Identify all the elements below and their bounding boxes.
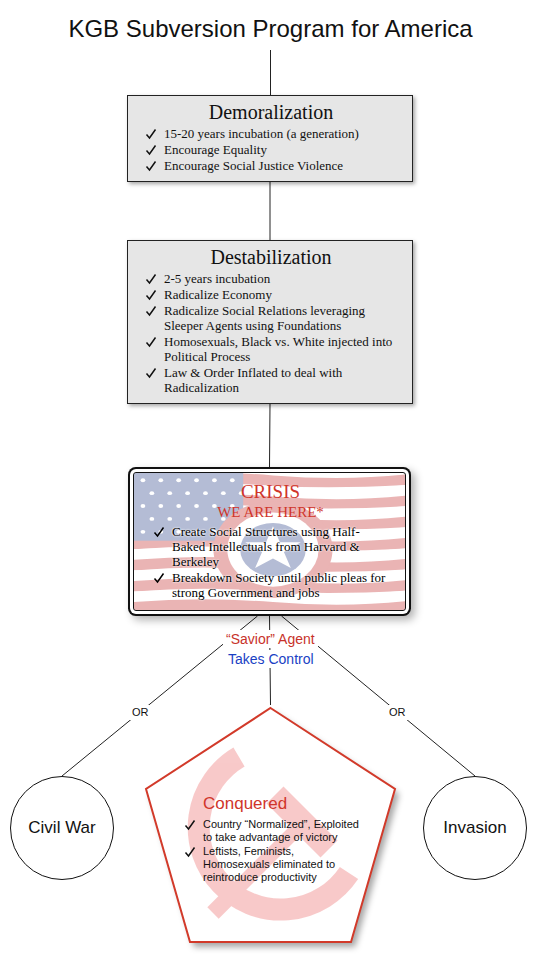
bullet-text: Leftists, Feminists, Homosexuals elimina… (203, 845, 362, 884)
bullet-row: 2-5 years incubation (142, 271, 400, 286)
stage-box: Destabilization2-5 years incubationRadic… (127, 240, 413, 404)
bullet-row: Leftists, Feminists, Homosexuals elimina… (181, 845, 362, 884)
bullet-text: Radicalize Economy (164, 287, 400, 302)
bullet-text: Homosexuals, Black vs. White injected in… (164, 334, 400, 364)
check-mark (145, 128, 157, 140)
check-mark (184, 819, 196, 831)
control-label: Takes Control (225, 650, 317, 668)
bullet-text: Encourage Social Justice Violence (164, 158, 400, 173)
bullet-row: Homosexuals, Black vs. White injected in… (142, 334, 400, 364)
flow-connector (270, 182, 271, 240)
outcome-circle: Invasion (423, 776, 527, 880)
bullet-text: Law & Order Inflated to deal with Radica… (164, 365, 400, 395)
conquered-pentagon: ConqueredCountry “Normalized”, Exploited… (143, 705, 398, 945)
stage-heading: Destabilization (142, 245, 400, 270)
bullet-row: Radicalize Social Relations leveraging S… (142, 303, 400, 333)
crisis-subheading: WE ARE HERE* (150, 503, 391, 521)
edge-label: OR (130, 705, 151, 720)
bullet-text: Radicalize Social Relations leveraging S… (164, 303, 400, 333)
conquered-heading: Conquered (181, 793, 362, 814)
title-line (270, 50, 271, 95)
bullet-text: Encourage Equality (164, 142, 400, 157)
check-mark (145, 144, 157, 156)
check-mark (184, 846, 196, 858)
flow-connector (269, 404, 271, 467)
check-mark (145, 367, 157, 379)
bullet-text: Create Social Structures using Half-Bake… (172, 524, 391, 569)
check-mark (153, 526, 165, 538)
bullet-text: Country “Normalized”, Exploited to take … (203, 818, 362, 844)
bullet-row: Create Social Structures using Half-Bake… (150, 524, 391, 569)
bullet-row: Country “Normalized”, Exploited to take … (181, 818, 362, 844)
stage-box: Demoralization15-20 years incubation (a … (127, 95, 413, 182)
check-mark (153, 572, 165, 584)
diagram-title: KGB Subversion Program for America (0, 14, 541, 44)
bullet-text: Breakdown Society until public pleas for… (172, 570, 391, 600)
check-mark (145, 289, 157, 301)
outcome-label: Civil War (28, 818, 95, 838)
outcome-label: Invasion (443, 818, 506, 838)
bullet-text: 15-20 years incubation (a generation) (164, 126, 400, 141)
crisis-heading: CRISIS (150, 481, 391, 503)
bullet-row: Radicalize Economy (142, 287, 400, 302)
bullet-row: 15-20 years incubation (a generation) (142, 126, 400, 141)
check-mark (145, 305, 157, 317)
check-mark (145, 273, 157, 285)
bullet-row: Law & Order Inflated to deal with Radica… (142, 365, 400, 395)
check-mark (145, 160, 157, 172)
bullet-row: Breakdown Society until public pleas for… (150, 570, 391, 600)
edge-label: OR (387, 705, 408, 720)
check-mark (145, 336, 157, 348)
control-label: “Savior” Agent (223, 630, 318, 648)
bullet-row: Encourage Social Justice Violence (142, 158, 400, 173)
stage-heading: Demoralization (142, 100, 400, 125)
bullet-text: 2-5 years incubation (164, 271, 400, 286)
crisis-box: CRISISWE ARE HERE* Create Social Structur… (133, 472, 406, 611)
outcome-circle: Civil War (10, 776, 114, 880)
bullet-row: Encourage Equality (142, 142, 400, 157)
